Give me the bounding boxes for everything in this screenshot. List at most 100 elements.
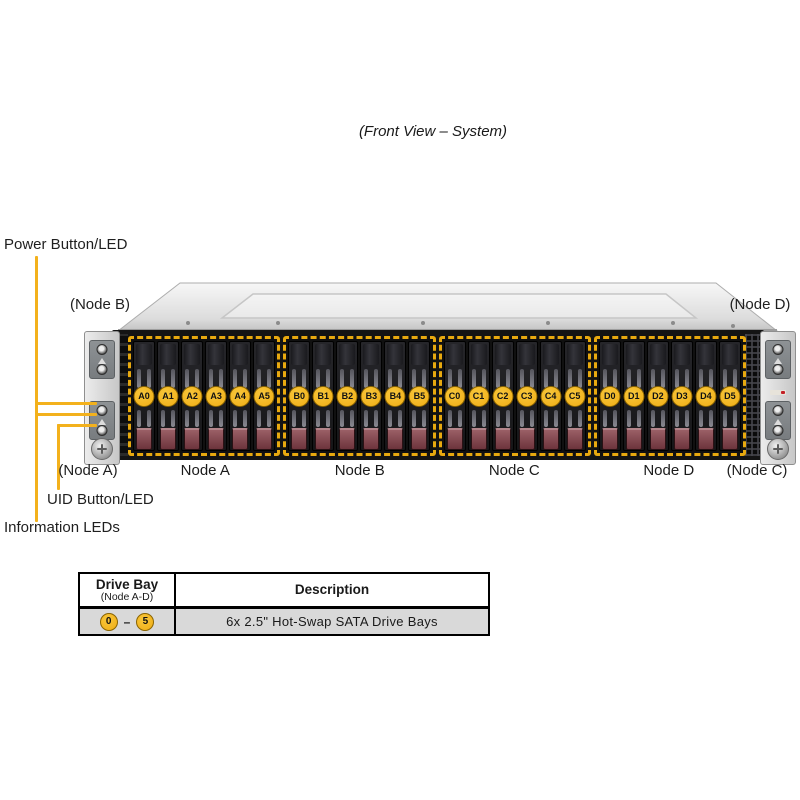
information-leds-label: Information LEDs <box>4 519 120 536</box>
drive-bay-d0: D0 <box>598 341 621 451</box>
figure-title: (Front View – System) <box>358 123 508 140</box>
drive-face <box>339 344 356 365</box>
drive-latch <box>649 428 666 450</box>
drive-face <box>721 344 738 365</box>
drive-bay-header-title: Drive Bay <box>95 576 159 592</box>
drive-bay-b5: B5 <box>408 341 431 451</box>
power-button-icon <box>96 405 108 416</box>
drive-bay-c2: C2 <box>491 341 514 451</box>
drive-face <box>232 344 249 365</box>
drive-latch <box>136 428 153 450</box>
uid-button-icon <box>772 425 784 436</box>
drive-latch <box>184 428 201 450</box>
drive-face <box>136 344 153 365</box>
drive-label-badge: C5 <box>564 386 586 407</box>
drive-latch <box>470 428 487 450</box>
drive-bay-header-sub: (Node A-D) <box>100 590 154 603</box>
drive-face <box>470 344 487 365</box>
drive-face <box>363 344 380 365</box>
drive-bay-table: Drive Bay (Node A-D) Description 0 – 5 6… <box>78 572 490 636</box>
drive-latch <box>208 428 225 450</box>
power-button-icon <box>772 405 784 416</box>
drive-latch <box>518 428 535 450</box>
drive-latch <box>387 428 404 450</box>
supermicro-logo <box>770 390 786 395</box>
drive-bay-c5: C5 <box>563 341 586 451</box>
drive-face <box>601 344 618 365</box>
left-control-ear <box>84 331 120 465</box>
drive-label-badge: D5 <box>719 386 741 407</box>
drive-latch <box>315 428 332 450</box>
table-data-row: 0 – 5 6x 2.5" Hot-Swap SATA Drive Bays <box>80 609 488 634</box>
uid-button-icon <box>96 364 108 375</box>
drive-face <box>184 344 201 365</box>
drive-latch <box>411 428 428 450</box>
callout-line-uid-h <box>57 424 97 427</box>
drive-label-badge: A5 <box>253 386 275 407</box>
node-d-control-panel <box>765 340 791 379</box>
drive-label-badge: B5 <box>408 386 430 407</box>
drive-bay-d3: D3 <box>670 341 693 451</box>
information-led-icon <box>774 419 782 425</box>
callout-line-info <box>36 413 97 416</box>
drive-face <box>494 344 511 365</box>
drive-bay-b4: B4 <box>384 341 407 451</box>
drive-bay-a4: A4 <box>229 341 252 451</box>
right-control-ear <box>760 331 796 465</box>
drive-latch <box>291 428 308 450</box>
node-label: Node D <box>643 462 695 479</box>
drive-face <box>256 344 273 365</box>
drive-face <box>673 344 690 365</box>
drive-label-badge: D3 <box>671 386 693 407</box>
description-cell: 6x 2.5" Hot-Swap SATA Drive Bays <box>176 609 488 634</box>
drive-bay-d1: D1 <box>622 341 645 451</box>
thumbscrew-icon <box>767 438 789 460</box>
drive-bay-a2: A2 <box>181 341 204 451</box>
drive-latch <box>446 428 463 450</box>
description-header-title: Description <box>294 582 370 597</box>
drive-label-badge: B4 <box>384 386 406 407</box>
drive-face <box>411 344 428 365</box>
bay-range-end-badge: 5 <box>136 612 155 631</box>
drive-face <box>566 344 583 365</box>
drive-bay-a5: A5 <box>253 341 276 451</box>
drive-label-badge: C2 <box>492 386 514 407</box>
node-d-corner-label: (Node D) <box>729 296 791 313</box>
drive-bay-d5: D5 <box>718 341 741 451</box>
drive-bay-header-cell: Drive Bay (Node A-D) <box>80 574 176 606</box>
table-header-row: Drive Bay (Node A-D) Description <box>80 574 488 609</box>
vent-strip-left <box>118 334 128 456</box>
drive-latch <box>566 428 583 450</box>
drive-label-badge: A1 <box>157 386 179 407</box>
drive-label-badge: B2 <box>336 386 358 407</box>
drive-face <box>446 344 463 365</box>
drive-label-badge: B0 <box>288 386 310 407</box>
drive-bay-c1: C1 <box>467 341 490 451</box>
information-led-icon <box>98 358 106 364</box>
thumbscrew-icon <box>91 438 113 460</box>
callout-line-power <box>36 402 97 405</box>
drive-bay-c3: C3 <box>515 341 538 451</box>
drive-latch <box>721 428 738 450</box>
bay-range-start-badge: 0 <box>99 612 118 631</box>
drive-face <box>315 344 332 365</box>
vent-grille-right <box>745 334 762 456</box>
bay-range-cell: 0 – 5 <box>80 609 176 634</box>
node-c-corner-label: (Node C) <box>726 462 788 479</box>
drive-face <box>649 344 666 365</box>
drive-label-badge: A0 <box>133 386 155 407</box>
drive-label-badge: D1 <box>623 386 645 407</box>
drive-latch <box>625 428 642 450</box>
node-c-control-panel <box>765 401 791 440</box>
uid-button-icon <box>772 364 784 375</box>
bay-range-dash: – <box>123 614 131 629</box>
node-a-control-panel <box>89 401 115 440</box>
drive-face <box>518 344 535 365</box>
drive-bay-b1: B1 <box>312 341 335 451</box>
drive-latch <box>697 428 714 450</box>
node-label: Node B <box>334 462 385 479</box>
